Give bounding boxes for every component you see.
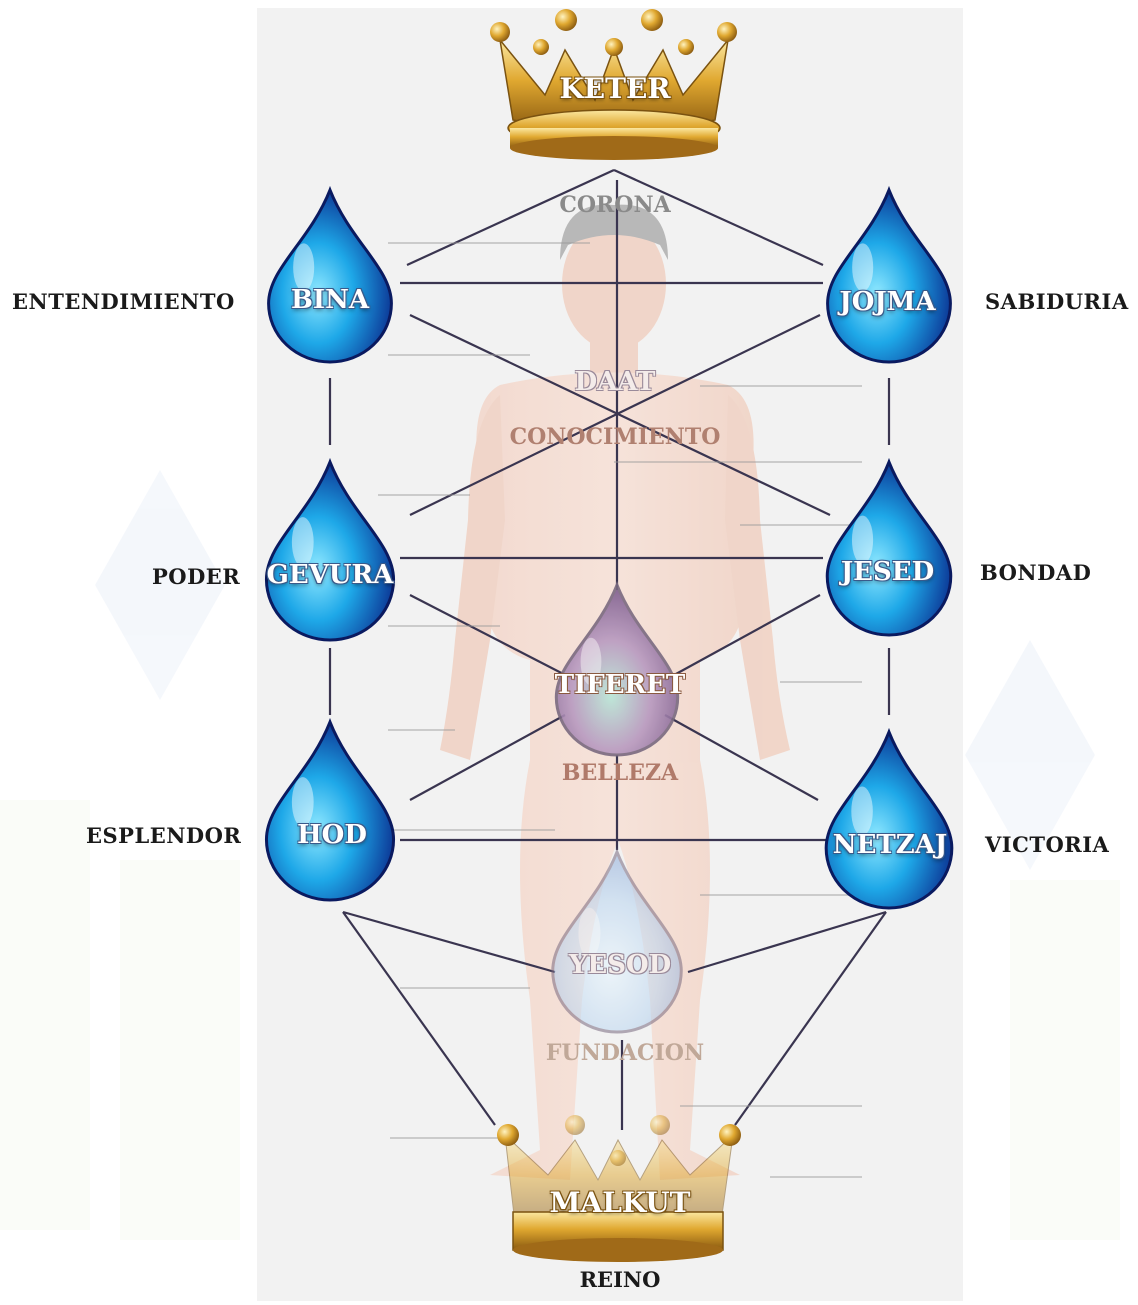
entendimiento-label: ENTENDIMIENTO	[12, 289, 235, 314]
yesod-name: YESOD	[550, 950, 690, 980]
hod-name: HOD	[282, 820, 382, 850]
gevura-name: GEVURA	[255, 560, 405, 590]
bina-name: BINA	[280, 285, 380, 315]
jesed-name: JESED	[830, 557, 945, 587]
keter-label: KETER	[540, 72, 690, 105]
reino-label: REINO	[530, 1267, 710, 1292]
tiferet-name: TIFERET	[540, 670, 700, 700]
esplendor-label: ESPLENDOR	[86, 823, 241, 848]
fundacion-label: FUNDACION	[520, 1040, 730, 1066]
corona-label: CORONA	[520, 192, 710, 218]
jojma-name: JOJMA	[825, 287, 950, 317]
malkut-label: MALKUT	[530, 1186, 710, 1219]
bondad-label: BONDAD	[980, 560, 1091, 585]
sabiduria-label: SABIDURIA	[985, 289, 1129, 314]
poder-label: PODER	[152, 564, 240, 589]
victoria-label: VICTORIA	[985, 832, 1109, 857]
netzaj-name: NETZAJ	[820, 830, 960, 860]
belleza-label: BELLEZA	[540, 760, 700, 786]
conocimiento-label: CONOCIMIENTO	[490, 424, 740, 450]
daat-name: DAAT	[555, 367, 675, 397]
